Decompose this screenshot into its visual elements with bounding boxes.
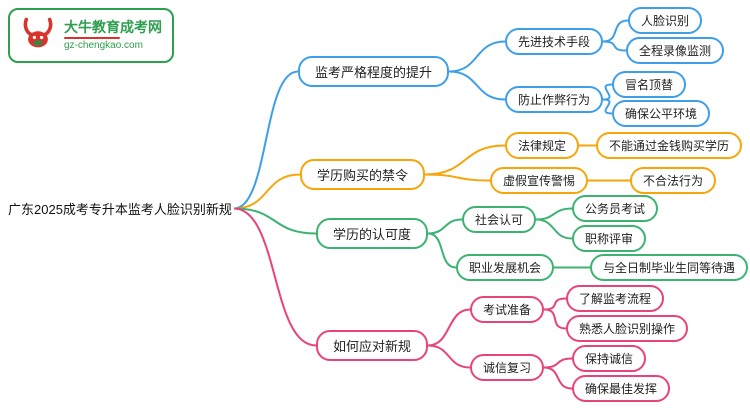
node-legal-provisions: 法律规定 — [505, 132, 580, 159]
node-social-recognition: 社会认可 — [462, 206, 537, 233]
node-false-ad-warning: 虚假宣传警惕 — [490, 167, 589, 194]
node-fair-environment: 确保公平环境 — [612, 100, 711, 127]
bull-logo-icon — [20, 15, 56, 56]
node-face-recognition: 人脸识别 — [628, 7, 703, 34]
node-best-performance: 确保最佳发挥 — [572, 375, 671, 402]
node-no-money-for-degree: 不能通过金钱购买学历 — [596, 132, 743, 159]
logo-title: 大牛教育成考网 — [64, 18, 162, 35]
node-respond-new-rules: 如何应对新规 — [316, 330, 429, 361]
node-illegal-behavior: 不合法行为 — [630, 167, 717, 194]
node-degree-recognition: 学历的认可度 — [316, 218, 429, 249]
node-familiar-face-recognition: 熟悉人脸识别操作 — [566, 315, 689, 342]
node-supervision-strictness: 监考严格程度的提升 — [298, 56, 450, 87]
logo-url: gz-chengkao.com — [64, 40, 143, 51]
node-equal-treatment: 与全日制毕业生同等待遇 — [590, 254, 749, 281]
node-root: 广东2025成考专升本监考人脸识别新规 — [6, 197, 234, 220]
node-exam-preparation: 考试准备 — [470, 296, 545, 323]
node-know-proctoring-process: 了解监考流程 — [566, 285, 665, 312]
node-civil-service-exam: 公务员考试 — [572, 195, 659, 222]
logo-underline-decoration — [64, 37, 120, 39]
node-advanced-tech: 先进技术手段 — [505, 28, 604, 55]
logo-text-block: 大牛教育成考网 gz-chengkao.com — [64, 19, 162, 53]
node-title-review: 职称评审 — [572, 225, 647, 252]
site-logo[interactable]: 大牛教育成考网 gz-chengkao.com — [8, 8, 174, 63]
node-keep-integrity: 保持诚信 — [572, 345, 647, 372]
node-honest-review: 诚信复习 — [470, 354, 545, 381]
node-impersonation: 冒名顶替 — [612, 71, 687, 98]
node-full-video-monitoring: 全程录像监测 — [626, 37, 725, 64]
node-prevent-cheating: 防止作弊行为 — [505, 86, 604, 113]
node-degree-purchase-ban: 学历购买的禁令 — [300, 159, 426, 190]
node-career-opportunities: 职业发展机会 — [456, 254, 555, 281]
